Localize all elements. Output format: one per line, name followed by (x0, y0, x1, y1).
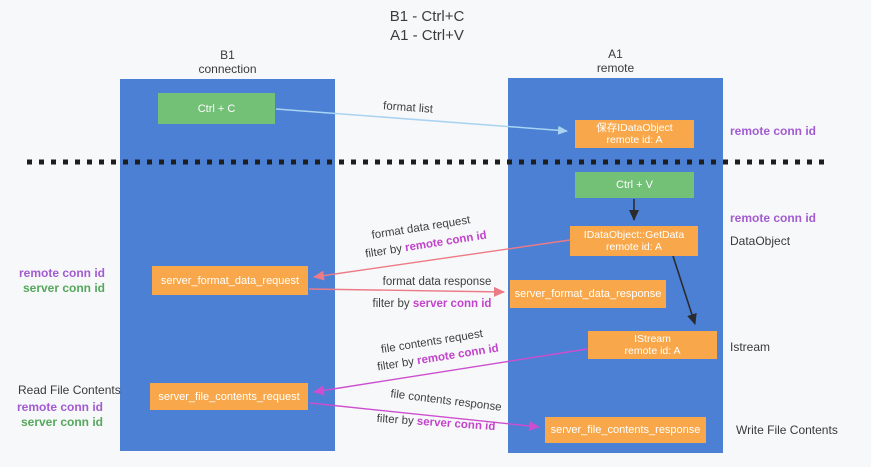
edge-label-filter-server-1: filter by server conn id (373, 298, 492, 310)
left-server-conn-id-bottom: server conn id (20, 415, 103, 429)
left-server-conn-id-mid: server conn id (22, 281, 105, 295)
format-data-response-text: format data response (382, 276, 492, 288)
file-contents-response-text: file contents response (389, 388, 503, 414)
node-save-idataobject: 保存IDataObject remote id: A (575, 120, 694, 148)
node-idataobject-getdata: IDataObject::GetData remote id: A (570, 226, 698, 256)
left-conn-id-group-mid: remote conn id server conn id (10, 266, 105, 296)
diagram-title: B1 - Ctrl+C A1 - Ctrl+V (327, 7, 527, 45)
ctrl-v-label: Ctrl + V (616, 179, 653, 191)
node-istream: IStream remote id: A (588, 331, 717, 359)
server-conn-id-text: server conn id (416, 415, 496, 434)
edge-label-format-list: format list (383, 100, 434, 115)
title-line-1: B1 - Ctrl+C (389, 8, 465, 25)
istream-line2: remote id: A (624, 345, 681, 357)
getdata-line1: IDataObject::GetData (583, 228, 685, 241)
server-file-contents-response-label: server_file_contents_response (550, 424, 701, 436)
node-ctrl-v: Ctrl + V (575, 172, 694, 198)
left-remote-conn-id-mid: remote conn id (18, 266, 105, 280)
left-conn-id-group-bottom: remote conn id server conn id (8, 400, 103, 430)
node-server-file-contents-response: server_file_contents_response (545, 417, 706, 443)
lane-b1-title: B1 (220, 48, 235, 62)
ctrl-c-label: Ctrl + C (197, 102, 236, 115)
left-read-file-contents-label: Read File Contents (18, 383, 121, 397)
save-idataobject-line1: 保存IDataObject (596, 121, 673, 134)
title-line-2: A1 - Ctrl+V (390, 27, 464, 44)
lane-a1-title: A1 (608, 47, 623, 61)
edge-label-filter-server-2: filter by server conn id (376, 413, 495, 433)
server-format-data-response-label: server_format_data_response (514, 288, 662, 300)
left-remote-conn-id-bottom: remote conn id (16, 400, 103, 414)
right-remote-conn-id-top: remote conn id (730, 124, 817, 138)
filter-by-text: filter by (372, 298, 413, 310)
node-server-format-data-response: server_format_data_response (510, 280, 666, 308)
right-write-file-contents-label: Write File Contents (736, 423, 838, 437)
lane-header-a1: A1 remote (548, 47, 683, 75)
filter-by-text: filter by (376, 355, 419, 374)
right-remote-conn-id-mid: remote conn id (730, 211, 817, 225)
format-list-text: format list (382, 100, 434, 116)
server-format-data-request-label: server_format_data_request (160, 274, 300, 287)
node-server-file-contents-request: server_file_contents_request (150, 383, 308, 410)
lane-b1-subtitle: connection (198, 62, 257, 76)
edge-label-file-contents-response: file contents response (390, 388, 503, 414)
getdata-line2: remote id: A (605, 241, 663, 253)
server-conn-id-text: server conn id (412, 298, 492, 310)
filter-by-text: filter by (376, 412, 418, 428)
lane-header-b1: B1 connection (160, 48, 295, 76)
istream-line1: IStream (634, 332, 671, 345)
right-istream-label: Istream (730, 340, 771, 354)
server-file-contents-request-label: server_file_contents_request (158, 390, 300, 403)
save-idataobject-line2: remote id: A (606, 134, 663, 146)
node-server-format-data-request: server_format_data_request (152, 266, 308, 295)
lane-a1-subtitle: remote (596, 61, 635, 75)
edge-label-format-data-response: format data response (383, 276, 492, 288)
right-dataobject-label: DataObject (730, 234, 791, 248)
filter-by-text: filter by (364, 242, 407, 261)
node-ctrl-c: Ctrl + C (158, 93, 275, 124)
arrow-format-data-response (308, 286, 505, 297)
